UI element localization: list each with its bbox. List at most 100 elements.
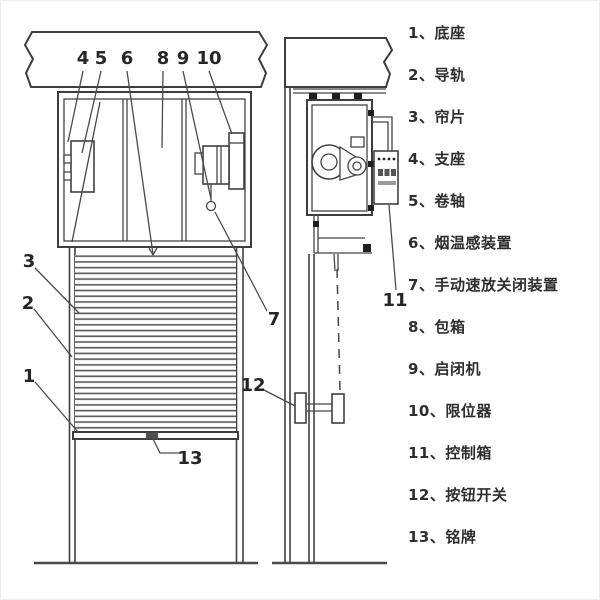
legend-separator: 、 xyxy=(418,66,435,84)
mounting-plate xyxy=(293,88,386,100)
legend-number: 4 xyxy=(408,150,419,168)
header-box-dividers xyxy=(122,99,187,241)
legend-number: 11 xyxy=(408,444,430,462)
callout-3: 3 xyxy=(23,251,36,272)
panel-glyph-mark xyxy=(378,181,396,185)
callout-5: 5 xyxy=(95,48,108,69)
legend-separator: 、 xyxy=(418,318,435,336)
leader-11 xyxy=(388,204,397,291)
legend-number: 6 xyxy=(408,234,419,252)
button-switch xyxy=(294,392,345,424)
leader-4 xyxy=(67,70,84,143)
guide-rail-left xyxy=(68,247,76,563)
bolt-icon xyxy=(368,205,374,211)
bolt-icon xyxy=(368,110,374,116)
legend-number: 1 xyxy=(408,24,419,42)
roller-support-bracket xyxy=(63,101,101,243)
callout-6: 6 xyxy=(121,48,134,69)
indicator-dot-icon xyxy=(377,157,381,161)
legend-label: 启闭机 xyxy=(434,360,481,378)
callout-12: 12 xyxy=(240,375,265,396)
leader-6 xyxy=(126,70,154,255)
legend-item-11: 11、控制箱 xyxy=(408,443,558,463)
legend-label: 烟温感装置 xyxy=(434,234,512,252)
legend-label: 导轨 xyxy=(434,66,466,84)
legend-separator: 、 xyxy=(418,150,435,168)
legend: 1、底座 2、导轨 3、帘片 4、支座 5、卷轴 6、烟温感装置 7、手动速放关… xyxy=(408,23,558,547)
legend-separator: 、 xyxy=(418,24,435,42)
leader-1 xyxy=(34,381,79,433)
chain-dashed-line xyxy=(336,268,341,391)
legend-number: 7 xyxy=(408,276,419,294)
callout-10: 10 xyxy=(196,48,221,69)
legend-item-13: 13、铭牌 xyxy=(408,527,558,547)
legend-separator: 、 xyxy=(429,444,446,462)
leader-9 xyxy=(182,70,212,200)
legend-separator: 、 xyxy=(418,234,435,252)
bolt-icon xyxy=(363,244,371,252)
lintel-band xyxy=(23,31,269,88)
beam xyxy=(284,37,394,88)
leader-3 xyxy=(34,267,80,314)
leader-lines-front xyxy=(33,70,302,454)
curtain-curve xyxy=(71,101,101,243)
callout-2: 2 xyxy=(22,293,35,314)
legend-item-5: 5、卷轴 xyxy=(408,191,558,211)
legend-item-8: 8、包箱 xyxy=(408,317,558,337)
legend-item-1: 1、底座 xyxy=(408,23,558,43)
callout-11: 11 xyxy=(382,290,407,311)
bolt-icon xyxy=(368,161,374,167)
lower-bracket xyxy=(313,215,372,254)
legend-separator: 、 xyxy=(418,276,435,294)
leader-8 xyxy=(161,70,164,149)
indicator-dot-icon xyxy=(387,157,391,161)
legend-number: 2 xyxy=(408,66,419,84)
legend-label: 铭牌 xyxy=(445,528,477,546)
release-chain xyxy=(333,253,341,391)
leader-13 xyxy=(152,438,180,454)
legend-label: 底座 xyxy=(434,24,466,42)
legend-number: 5 xyxy=(408,192,419,210)
motor-shaft-circle xyxy=(347,156,367,176)
legend-label: 卷轴 xyxy=(434,192,466,210)
legend-separator: 、 xyxy=(418,192,435,210)
panel-glyph-mark xyxy=(391,169,396,176)
legend-item-2: 2、导轨 xyxy=(408,65,558,85)
legend-label: 控制箱 xyxy=(445,444,492,462)
legend-label: 帘片 xyxy=(434,108,466,126)
bolt-icon xyxy=(309,93,317,100)
legend-number: 8 xyxy=(408,318,419,336)
control-wire xyxy=(372,116,393,151)
bolt-icon xyxy=(332,93,340,100)
legend-separator: 、 xyxy=(429,402,446,420)
leader-6-arrowhead xyxy=(148,247,158,257)
bolt-icon xyxy=(354,93,362,100)
release-wheel xyxy=(205,200,217,212)
indicator-dot-icon xyxy=(382,157,386,161)
legend-item-4: 4、支座 xyxy=(408,149,558,169)
legend-number: 9 xyxy=(408,360,419,378)
panel-glyph-mark xyxy=(384,169,390,176)
callout-1: 1 xyxy=(23,366,36,387)
leader-10 xyxy=(208,70,233,135)
legend-number: 10 xyxy=(408,402,430,420)
legend-separator: 、 xyxy=(418,108,435,126)
callout-7: 7 xyxy=(268,309,281,330)
guide-rail-side xyxy=(308,254,315,563)
legend-label: 手动速放关闭装置 xyxy=(434,276,559,294)
legend-label: 支座 xyxy=(434,150,466,168)
legend-item-6: 6、烟温感装置 xyxy=(408,233,558,253)
legend-item-7: 7、手动速放关闭装置 xyxy=(408,275,558,295)
legend-item-12: 12、按钮开关 xyxy=(408,485,558,505)
leader-7 xyxy=(214,211,268,312)
callout-13: 13 xyxy=(177,448,202,469)
header-box-inner xyxy=(63,98,246,242)
legend-number: 12 xyxy=(408,486,430,504)
indicator-dot-icon xyxy=(392,157,396,161)
nameplate-mark xyxy=(146,432,158,439)
guide-rail-right xyxy=(235,247,244,563)
legend-label: 包箱 xyxy=(434,318,466,336)
callout-8: 8 xyxy=(157,48,170,69)
front-view-diagram: 4 5 6 8 9 10 xyxy=(22,31,302,565)
